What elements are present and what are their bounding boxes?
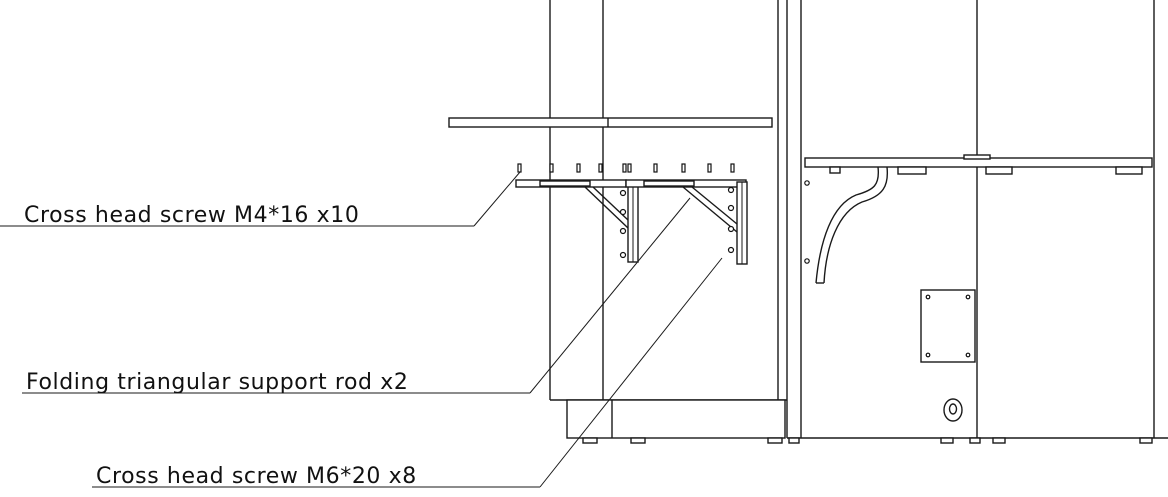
callout-m4-screw-label: Cross head screw M4*16 x10 [24,203,359,228]
callout-labels: Cross head screw M4*16 x10 Folding trian… [24,203,417,489]
m6-screws [619,186,735,259]
callout-leaders [0,171,723,488]
folding-shelf-board [448,117,773,128]
callout-m6-screw-label: Cross head screw M6*20 x8 [96,464,417,489]
callout-support-rod-label: Folding triangular support rod x2 [26,370,408,395]
left-cabinet [549,0,787,444]
m4-screw-row [517,163,735,173]
right-cabinet [786,0,1168,444]
